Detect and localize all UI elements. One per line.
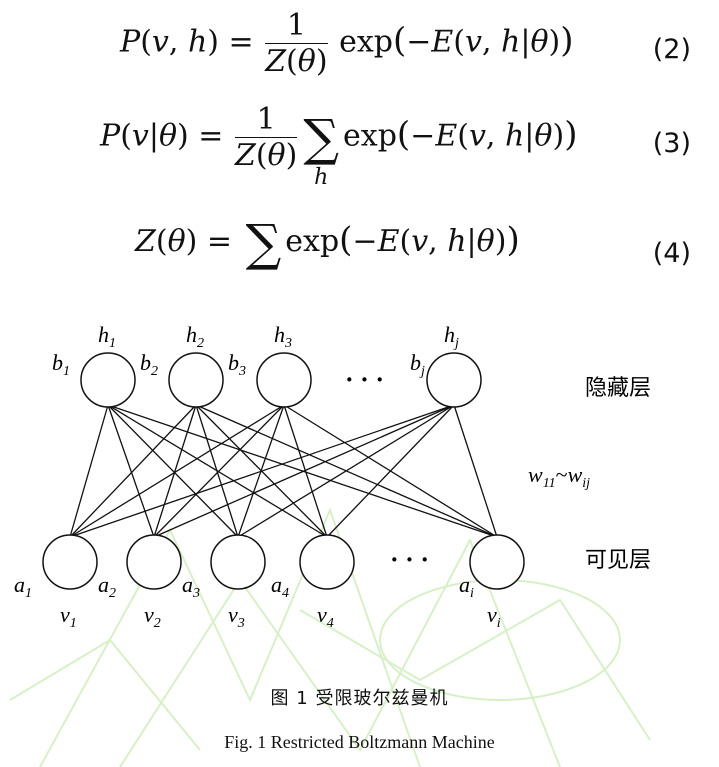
hidden-node-4 [426,352,482,408]
edge-h2-v1 [69,404,197,538]
connection-lines [69,404,498,538]
edge-h3-v2 [153,404,285,538]
visible-ellipsis: · · · [390,545,429,574]
edge-h4-v1 [69,404,455,538]
figure-caption-chinese: 图 1 受限玻尔兹曼机 [270,688,449,709]
hidden-bias-label-3: b3 [228,350,246,379]
hidden-node-label-3: h3 [274,322,292,351]
hidden-node-label-1: h1 [98,322,116,351]
equation-4-body: Z(θ) = ∑exp(−E(v, h|θ)) [135,214,520,272]
weight-last-sub: ij [582,476,590,491]
hidden-layer-label: 隐藏层 [585,376,651,401]
edge-h2-v3 [195,404,239,538]
hidden-node-label-4: hj [444,322,459,351]
hidden-node-3 [256,352,312,408]
equation-4-number: (4) [652,238,691,269]
edge-h1-v2 [107,404,155,538]
hidden-node-label-2: h2 [186,322,204,351]
visible-node-3 [210,534,266,590]
edge-h4-v3 [237,404,455,538]
visible-node-label-3: v3 [228,602,245,631]
visible-bias-label-5: ai [459,572,474,601]
hidden-bias-label-1: b1 [52,350,70,379]
visible-bias-label-4: a4 [271,572,289,601]
edge-h3-v1 [69,404,285,538]
weight-first-sub: 11 [543,476,556,491]
visible-bias-label-2: a2 [98,572,116,601]
visible-node-5 [469,534,525,590]
weight-w1: w [528,462,543,487]
visible-node-2 [126,534,182,590]
hidden-ellipsis: · · · [345,365,384,394]
equation-4: Z(θ) = ∑exp(−E(v, h|θ)) (4) [0,212,719,292]
weight-w2: w [568,462,583,487]
edge-h1-v1 [69,404,109,538]
hidden-bias-label-2: b2 [140,350,158,379]
visible-node-label-5: vi [487,602,501,631]
visible-layer-label: 可见层 [585,548,651,573]
visible-node-4 [299,534,355,590]
figure-caption-english: Fig. 1 Restricted Boltzmann Machine [224,732,495,752]
hidden-bias-label-4: bj [410,350,425,379]
weight-tilde: ~ [556,462,568,487]
edge-h1-v3 [107,404,239,538]
visible-node-1 [42,534,98,590]
visible-node-label-1: v1 [60,602,77,631]
edge-h2-v2 [153,404,197,538]
equation-3-number: (3) [652,128,691,159]
edge-h4-v2 [153,404,455,538]
weight-label: w11~wij [528,462,590,491]
hidden-node-1 [80,352,136,408]
edge-h4-v5 [453,404,498,538]
visible-node-label-4: v4 [317,602,334,631]
visible-node-label-2: v2 [144,602,161,631]
visible-bias-label-1: a1 [14,572,32,601]
hidden-node-2 [168,352,224,408]
visible-bias-label-3: a3 [182,572,200,601]
edge-h4-v4 [326,404,455,538]
equation-2-number: (2) [652,34,691,65]
